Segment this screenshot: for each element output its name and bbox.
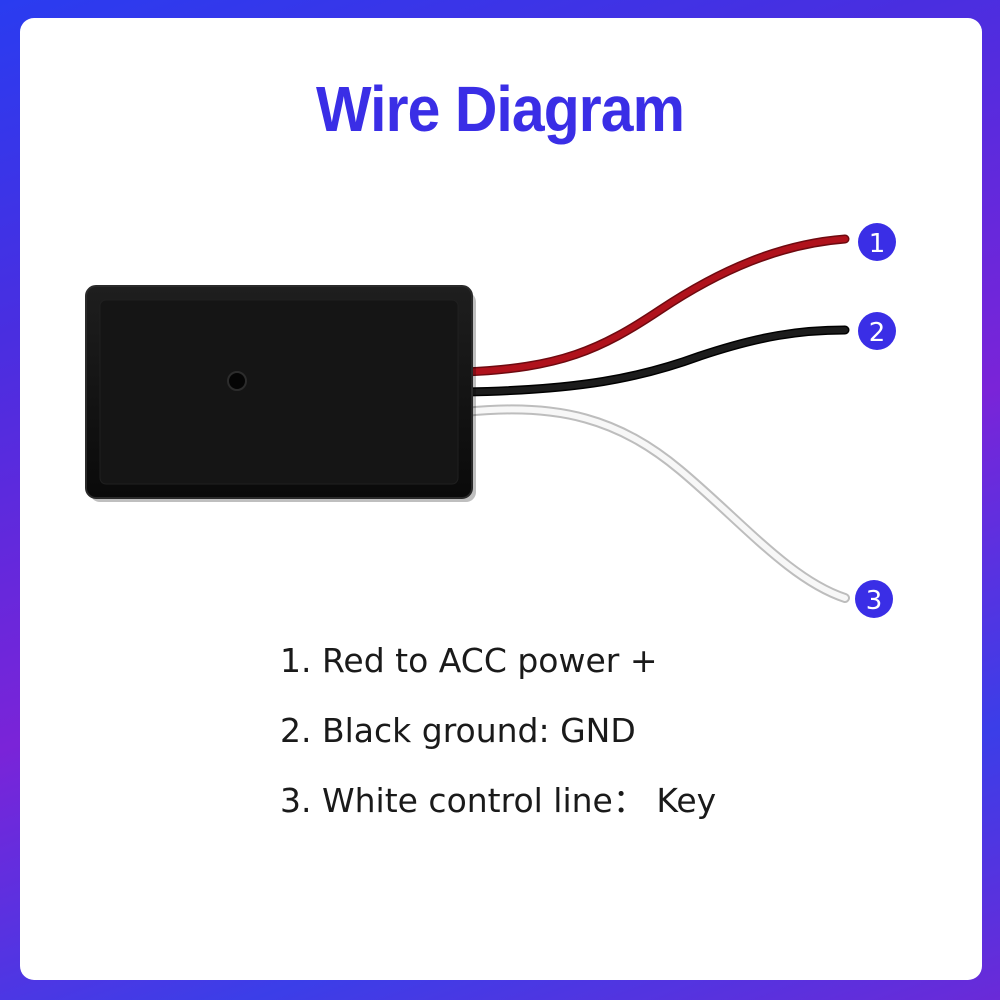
wire-legend: 1. Red to ACC power + 2. Black ground: G…	[280, 638, 716, 848]
wire-group	[460, 234, 850, 603]
white-wire-core	[462, 406, 848, 601]
white-wire	[460, 404, 850, 603]
black-wire-core	[462, 327, 848, 395]
marker-1-label: 1	[869, 229, 886, 259]
legend-item-white: 3. White control line： Key	[280, 781, 717, 820]
legend-item-red: 1. Red to ACC power +	[280, 641, 658, 680]
module-face	[99, 299, 459, 485]
marker-1: 1	[858, 223, 896, 261]
black-wire	[460, 325, 850, 397]
marker-3-label: 3	[866, 586, 883, 616]
marker-2-label: 2	[869, 318, 886, 348]
legend-item-black: 2. Black ground: GND	[280, 711, 636, 750]
marker-2: 2	[858, 312, 896, 350]
marker-3: 3	[855, 580, 893, 618]
red-wire	[460, 234, 850, 377]
page-title: Wire Diagram	[316, 73, 685, 145]
module-pinhole	[227, 371, 247, 391]
red-wire-core	[462, 236, 848, 375]
control-module	[85, 285, 476, 502]
